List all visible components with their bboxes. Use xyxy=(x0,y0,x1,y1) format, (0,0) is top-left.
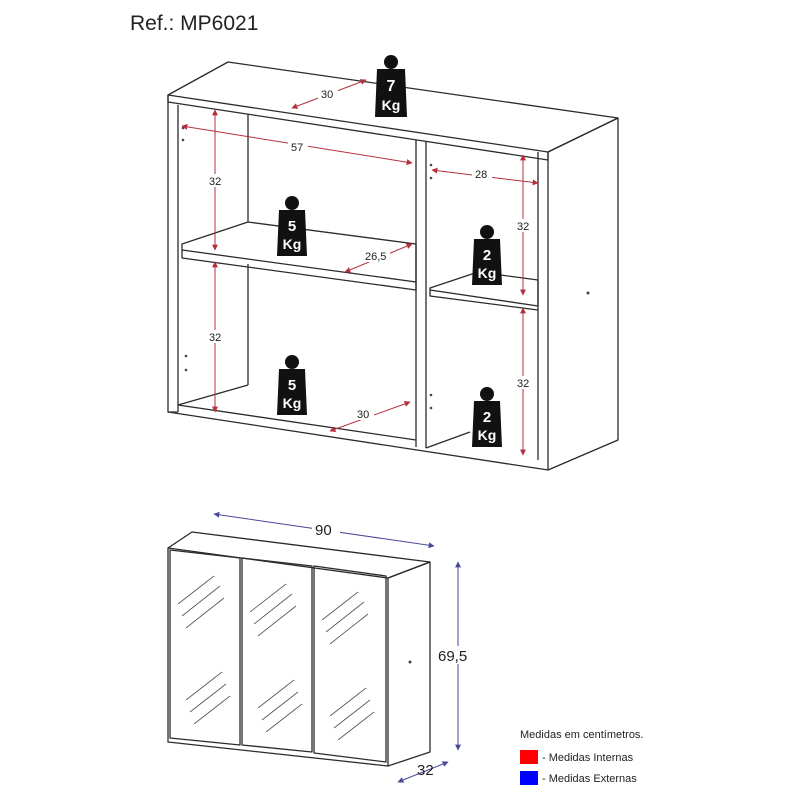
reference-title: Ref.: MP6021 xyxy=(130,12,258,35)
dim-height-left-upper: 32 xyxy=(209,176,221,188)
legend-external-swatch xyxy=(520,771,538,785)
weight-top-value: 7 xyxy=(387,78,396,95)
external-dimension-lines xyxy=(213,511,461,783)
weight-right-bottom-value: 2 xyxy=(483,409,491,426)
dim-shelf-depth: 26,5 xyxy=(365,251,386,263)
legend-internal-label: - Medidas Internas xyxy=(542,752,634,764)
dim-height-right-lower: 32 xyxy=(517,378,529,390)
weight-right-bottom-unit: Kg xyxy=(478,427,497,443)
dim-height-right-upper: 32 xyxy=(517,221,529,233)
dim-width-right: 28 xyxy=(475,169,487,181)
external-dimension-labels: 90 69,5 32 xyxy=(312,520,476,779)
weight-left-bottom-value: 5 xyxy=(288,377,296,394)
weight-right-shelf-unit: Kg xyxy=(478,265,497,281)
weight-left-bottom-unit: Kg xyxy=(283,395,302,411)
dim-external-width: 90 xyxy=(315,522,332,539)
weight-icon: 5 Kg xyxy=(277,355,307,415)
dim-width-left: 57 xyxy=(291,142,303,154)
legend-external-label: - Medidas Externas xyxy=(542,773,637,785)
weight-top-unit: Kg xyxy=(382,97,401,113)
dim-height-left-lower: 32 xyxy=(209,332,221,344)
weight-icon: 2 Kg xyxy=(472,225,502,285)
legend: Medidas em centímetros. - Medidas Intern… xyxy=(520,729,644,785)
dim-depth-top: 30 xyxy=(321,89,333,101)
weight-right-shelf-value: 2 xyxy=(483,247,491,264)
weight-icon: 5 Kg xyxy=(277,196,307,256)
weight-icon: 7 Kg xyxy=(375,55,407,117)
weight-icon: 2 Kg xyxy=(472,387,502,447)
legend-title: Medidas em centímetros. xyxy=(520,729,644,741)
closed-cabinet-drawing xyxy=(167,531,431,767)
legend-internal-swatch xyxy=(520,750,538,764)
weight-left-shelf-unit: Kg xyxy=(283,236,302,252)
dim-bottom-depth: 30 xyxy=(357,409,369,421)
internal-dimension-labels: 30 57 28 32 32 32 32 26,5 30 xyxy=(206,87,532,421)
dim-external-height: 69,5 xyxy=(438,648,467,665)
dim-external-depth: 32 xyxy=(417,762,434,779)
open-cabinet-drawing xyxy=(167,61,619,471)
weight-left-shelf-value: 5 xyxy=(288,218,296,235)
